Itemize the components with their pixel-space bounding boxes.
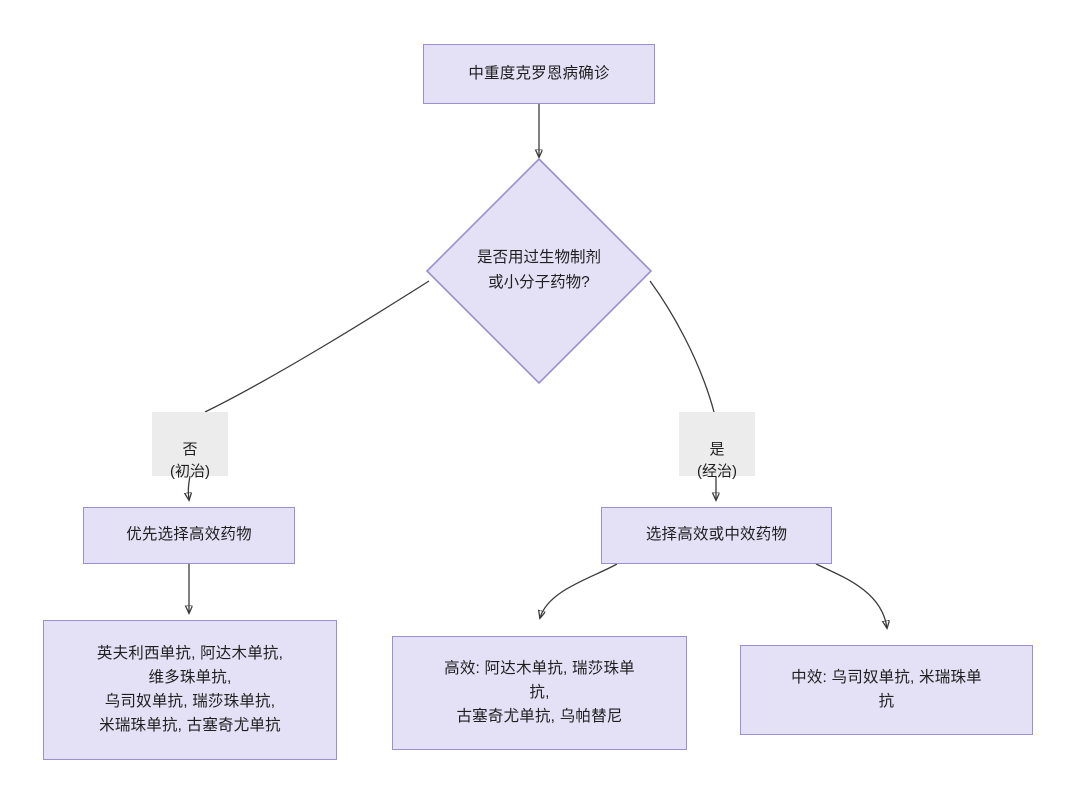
node-high-efficacy-label: 高效: 阿达木单抗, 瑞莎珠单 抗, 古塞奇尤单抗, 乌帕替尼: [444, 659, 635, 725]
node-experienced-branch[interactable]: 选择高效或中效药物: [601, 507, 832, 564]
node-naive-drugs[interactable]: 英夫利西单抗, 阿达木单抗, 维多珠单抗, 乌司奴单抗, 瑞莎珠单抗, 米瑞珠单…: [43, 620, 337, 760]
edge-label-yes-text: 是 (经治): [697, 440, 737, 481]
node-high-efficacy[interactable]: 高效: 阿达木单抗, 瑞莎珠单 抗, 古塞奇尤单抗, 乌帕替尼: [392, 636, 687, 750]
node-experienced-branch-label: 选择高效或中效药物: [645, 526, 788, 544]
edge-label-yes: 是 (经治): [679, 412, 755, 480]
edge-no-label-to-naive: [188, 475, 190, 500]
node-naive-branch[interactable]: 优先选择高效药物: [83, 507, 295, 564]
edge-decision-to-yes-label: [649, 280, 715, 413]
node-start-label: 中重度克罗恩病确诊: [468, 64, 610, 82]
node-medium-efficacy-label: 中效: 乌司奴单抗, 米瑞珠单 抗: [791, 668, 982, 710]
edge-experienced-to-medium: [815, 563, 887, 628]
node-naive-branch-label: 优先选择高效药物: [126, 526, 252, 544]
node-medium-efficacy[interactable]: 中效: 乌司奴单抗, 米瑞珠单 抗: [740, 645, 1033, 735]
edge-label-no-text: 否 (初治): [170, 440, 210, 481]
node-naive-drugs-label: 英夫利西单抗, 阿达木单抗, 维多珠单抗, 乌司奴单抗, 瑞莎珠单抗, 米瑞珠单…: [96, 644, 284, 735]
edge-decision-to-no-label: [204, 280, 430, 413]
node-start[interactable]: 中重度克罗恩病确诊: [423, 44, 655, 104]
edge-experienced-to-high: [540, 563, 618, 618]
edge-label-no: 否 (初治): [152, 412, 228, 480]
diamond-shape-icon: [425, 157, 653, 385]
node-decision[interactable]: 是否用过生物制剂 或小分子药物?: [425, 157, 653, 385]
